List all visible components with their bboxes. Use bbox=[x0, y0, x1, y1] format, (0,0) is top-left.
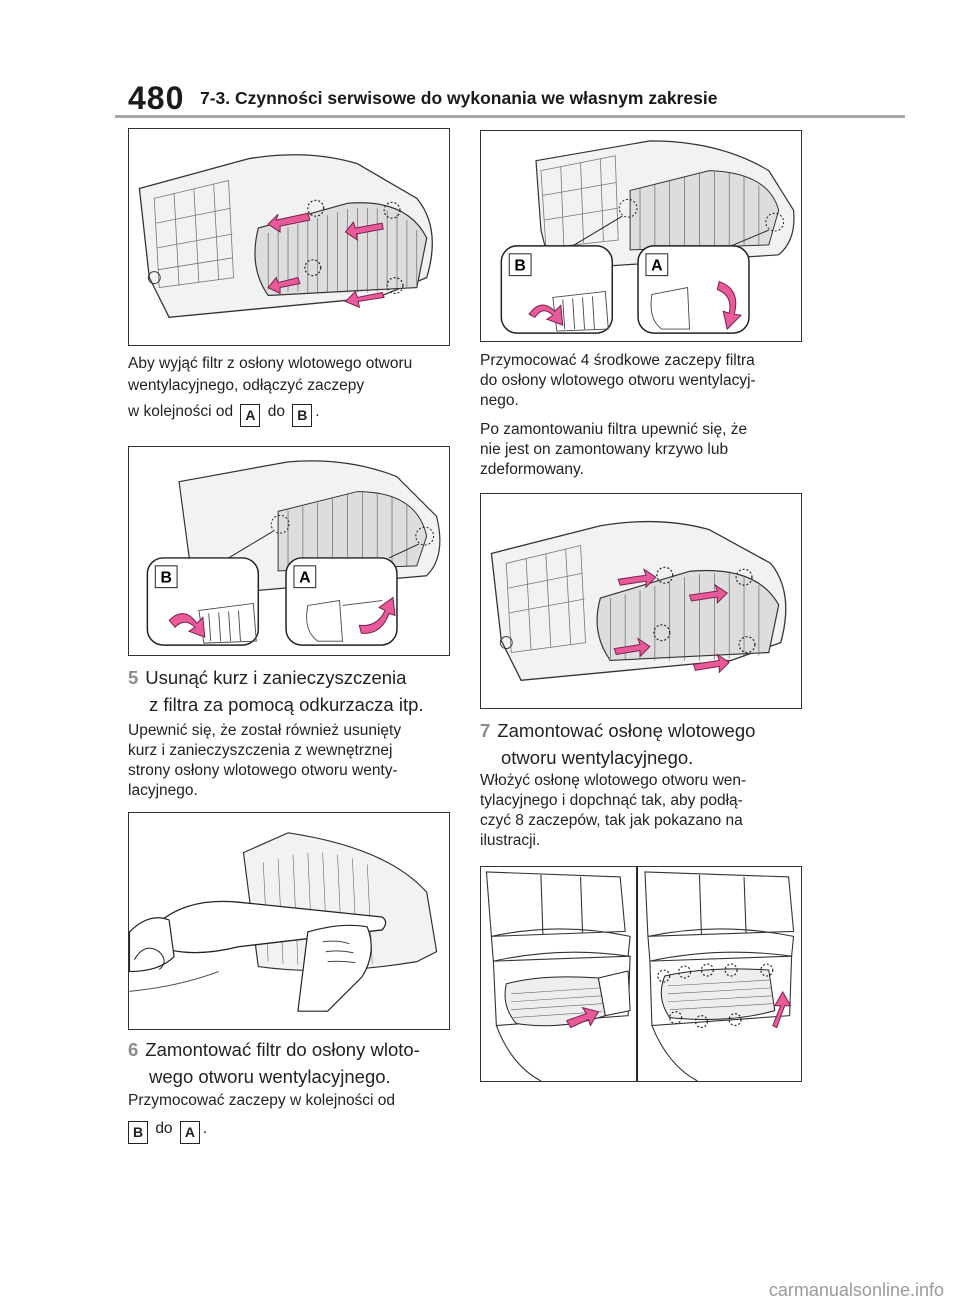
cover-filter-illustration bbox=[138, 154, 433, 318]
page-header: 480 7-3. Czynności serwisowe do wykonani… bbox=[128, 80, 908, 116]
figure-install-cover-seat bbox=[480, 866, 802, 1082]
check-filter-text: Po zamontowaniu filtra upewnić się, że n… bbox=[480, 420, 810, 480]
figure-vacuum-filter bbox=[128, 812, 450, 1030]
install-filter-illustration bbox=[490, 520, 787, 681]
step-title-line: Usunąć kurz i zanieczyszczenia bbox=[145, 667, 407, 688]
label-box-a: A bbox=[179, 1121, 200, 1144]
section-title: 7-3. Czynności serwisowe do wykonania we… bbox=[200, 88, 718, 108]
vacuum-illustration bbox=[129, 832, 438, 1012]
step-number: 5 bbox=[128, 667, 139, 688]
text-line: zdeformowany. bbox=[480, 461, 584, 478]
remove-clips-instructions: Aby wyjąć filtr z osłony wlotowego otwor… bbox=[128, 353, 458, 427]
text-line: Włożyć osłonę wlotowego otworu wen- bbox=[480, 772, 747, 789]
page-number: 480 bbox=[128, 80, 185, 116]
text-line: tylacyjnego i dopchnąć tak, aby podłą- bbox=[480, 792, 743, 809]
step-5-heading: 5 Usunąć kurz i zanieczyszczenia z filtra… bbox=[128, 664, 468, 718]
text-line: kurz i zanieczyszczenia z wewnętrznej bbox=[128, 742, 393, 759]
text-fragment: w kolejności od bbox=[128, 403, 234, 420]
text-line: strony osłony wlotowego otworu wenty- bbox=[128, 762, 398, 779]
figure-install-filter-arrows bbox=[480, 493, 802, 709]
text-line: Upewnić się, że został również usunięty bbox=[128, 722, 402, 739]
callout-label-a: A bbox=[651, 258, 663, 275]
text-line: ilustracji. bbox=[480, 832, 541, 849]
label-box-b: B bbox=[292, 404, 313, 427]
step-title-line: Zamontować filtr do osłony wloto- bbox=[145, 1039, 420, 1060]
text-fragment: do bbox=[267, 403, 285, 420]
step-title-line: wego otworu wentylacyjnego. bbox=[149, 1066, 391, 1087]
step-title-line: z filtra za pomocą odkurzacza itp. bbox=[149, 694, 424, 715]
text-line: lacyjnego. bbox=[128, 782, 198, 799]
step-number: 7 bbox=[480, 720, 491, 741]
step-7-body: Włożyć osłonę wlotowego otworu wen- tyla… bbox=[480, 771, 820, 851]
attach-detail-illustration: B A bbox=[500, 140, 795, 334]
figure-remove-clips-order bbox=[128, 128, 450, 346]
figure-clip-detail-b-a: B A bbox=[128, 446, 450, 656]
step-title-line: Zamontować osłonę wlotowego bbox=[497, 720, 756, 741]
callout-label-b: B bbox=[160, 570, 171, 587]
text-fragment: do bbox=[155, 1120, 173, 1137]
step-5-body: Upewnić się, że został również usunięty … bbox=[128, 721, 468, 801]
step-7-heading: 7 Zamontować osłonę wlotowego otworu went… bbox=[480, 717, 820, 771]
label-box-b: B bbox=[128, 1121, 148, 1144]
text-line: wentylacyjnego, odłączyć zaczepy bbox=[128, 377, 365, 394]
figure-attach-clips-a-b: B A bbox=[480, 130, 802, 342]
text-line: B do A. bbox=[128, 1118, 468, 1144]
callout-label-a: A bbox=[299, 570, 311, 587]
text-line: nego. bbox=[480, 392, 519, 409]
text-line: Po zamontowaniu filtra upewnić się, że bbox=[480, 421, 748, 438]
step-number: 6 bbox=[128, 1039, 139, 1060]
step-title-line: otworu wentylacyjnego. bbox=[501, 747, 694, 768]
text-line: Aby wyjąć filtr z osłony wlotowego otwor… bbox=[128, 355, 413, 372]
seat-cover-illustration bbox=[485, 867, 795, 1081]
clip-detail-illustration: B A bbox=[146, 460, 441, 646]
text-fragment: . bbox=[315, 403, 320, 420]
text-line: nie jest on zamontowany krzywo lub bbox=[480, 441, 729, 458]
text-fragment: . bbox=[202, 1120, 208, 1137]
label-box-a: A bbox=[240, 404, 261, 427]
step-6-heading: 6 Zamontować filtr do osłony wloto- wego … bbox=[128, 1036, 468, 1090]
text-line: Przymocować 4 środkowe zaczepy filtra bbox=[480, 352, 755, 369]
text-line: w kolejności od A do B. bbox=[128, 401, 458, 427]
text-line: Przymocować zaczepy w kolejności od bbox=[128, 1092, 396, 1109]
text-line: czyć 8 zaczepów, tak jak pokazano na bbox=[480, 812, 743, 829]
step-6-body: Przymocować zaczepy w kolejności od B do… bbox=[128, 1090, 468, 1144]
text-line: do osłony wlotowego otworu wentylacyj- bbox=[480, 372, 756, 389]
attach-center-clips-text: Przymocować 4 środkowe zaczepy filtra do… bbox=[480, 351, 810, 411]
header-rule bbox=[115, 115, 905, 118]
callout-label-b: B bbox=[514, 258, 525, 275]
watermark: carmanualsonline.info bbox=[768, 1280, 944, 1300]
